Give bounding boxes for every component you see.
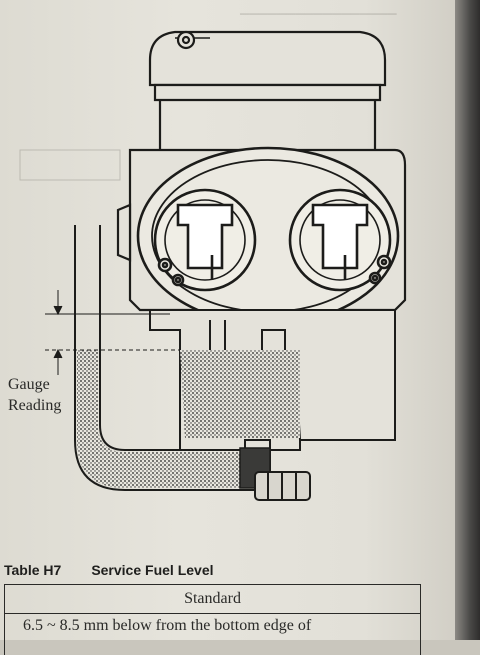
carburetor-diagram — [19, 30, 407, 501]
carburetor-top-cover — [148, 30, 387, 150]
gauge-label-line-1: Gauge — [8, 376, 50, 393]
bleed-through-text: ───────────────── — [240, 6, 397, 21]
drain-plug — [254, 471, 311, 501]
book-spine-shadow — [455, 0, 480, 640]
table-caption: Table H7 Service Fuel Level — [4, 562, 214, 578]
bleed-through-text — [19, 149, 121, 181]
fuel-in-bowl — [180, 350, 300, 438]
gauge-label-line-2: Reading — [8, 397, 62, 414]
twin-bore-flange — [136, 146, 400, 326]
gauge-reading-label: Gauge Reading — [8, 374, 61, 416]
table-id: Table H7 — [4, 562, 62, 578]
fuel-level-reference — [45, 290, 180, 375]
table-column-header: Standard — [5, 585, 420, 614]
table-cell-standard: 6.5 ~ 8.5 mm below from the bottom edge … — [23, 617, 312, 634]
table-title: Service Fuel Level — [91, 562, 214, 578]
service-fuel-level-table: Standard 6.5 ~ 8.5 mm below from the bot… — [4, 584, 421, 655]
